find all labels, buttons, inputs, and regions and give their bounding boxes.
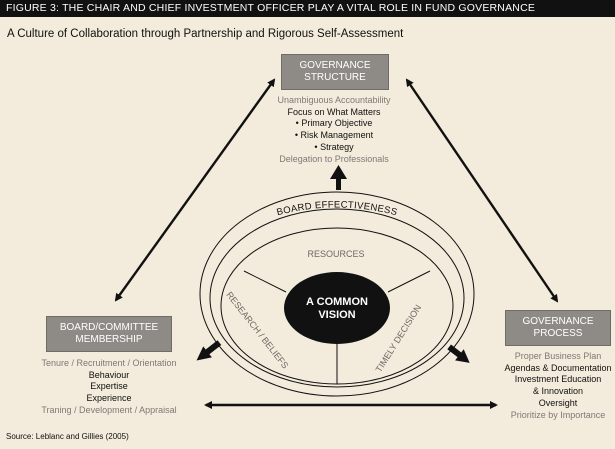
governance-structure-line3: Delegation to Professionals — [279, 153, 389, 164]
arrow-structure-to-process — [405, 78, 559, 303]
svg-text:BOARD EFFECTIVENESS: BOARD EFFECTIVENESS — [276, 199, 399, 218]
governance-structure-box: GOVERNANCE STRUCTURE — [281, 54, 389, 90]
board-membership-box: BOARD/COMMITTEE MEMBERSHIP — [46, 316, 172, 352]
research-beliefs-label: RESEARCH / BELIEFS — [224, 290, 290, 371]
block-arrow-left — [196, 340, 222, 361]
board-membership-item: Expertise — [90, 381, 128, 392]
core-ellipse — [284, 272, 390, 344]
bullet-item: • Strategy — [314, 141, 354, 152]
block-arrow-up — [330, 165, 347, 190]
governance-process-item: Oversight — [538, 397, 578, 408]
resources-label: RESOURCES — [307, 249, 364, 259]
governance-structure-title-line1: GOVERNANCE — [299, 60, 371, 71]
arrow-structure-to-board — [114, 78, 276, 302]
subtitle: A Culture of Collaboration through Partn… — [7, 28, 404, 40]
bullet-item: • Primary Objective — [295, 118, 373, 129]
board-membership-list: Tenure / Recruitment / Orientation Behav… — [24, 358, 194, 417]
board-membership-title-line2: MEMBERSHIP — [75, 334, 143, 345]
governance-process-line2: Prioritize by Importance — [510, 409, 606, 420]
source-note: Source: Leblanc and Gillies (2005) — [6, 432, 129, 441]
governance-structure-line1: Unambiguous Accountability — [277, 95, 391, 105]
board-membership-item: Experience — [86, 393, 132, 404]
governance-process-title-line1: GOVERNANCE — [522, 316, 594, 327]
governance-process-box: GOVERNANCE PROCESS — [505, 310, 611, 346]
governance-process-line1: Proper Business Plan — [514, 351, 602, 361]
board-membership-item: Behaviour — [88, 369, 130, 380]
governance-structure-line2: Focus on What Matters — [287, 106, 381, 117]
figure-title: FIGURE 3: THE CHAIR AND CHIEF INVESTMENT… — [0, 0, 615, 17]
board-membership-line1: Tenure / Recruitment / Orientation — [41, 358, 177, 368]
core-line2: VISION — [318, 309, 355, 321]
governance-structure-list: Unambiguous Accountability Focus on What… — [234, 95, 434, 165]
governance-process-item: Investment Education — [514, 374, 602, 385]
outer-ellipse — [199, 191, 475, 397]
board-effectiveness-label: BOARD EFFECTIVENESS — [276, 199, 399, 218]
governance-structure-title-line2: STRUCTURE — [304, 72, 366, 83]
bullet-item: • Risk Management — [294, 130, 374, 141]
governance-process-item: & Innovation — [532, 386, 584, 397]
board-membership-title-line1: BOARD/COMMITTEE — [59, 322, 159, 333]
board-membership-line2: Traning / Development / Appraisal — [41, 404, 177, 415]
governance-process-item: Agendas & Documentation — [504, 362, 612, 373]
governance-process-title-line2: PROCESS — [533, 328, 583, 339]
core-line1: A COMMON — [306, 296, 368, 308]
governance-structure-bullets: • Primary Objective • Risk Management • … — [234, 118, 434, 153]
governance-process-list: Proper Business Plan Agendas & Documenta… — [502, 351, 614, 421]
block-arrow-right — [447, 344, 470, 363]
middle-ellipse — [209, 208, 465, 388]
